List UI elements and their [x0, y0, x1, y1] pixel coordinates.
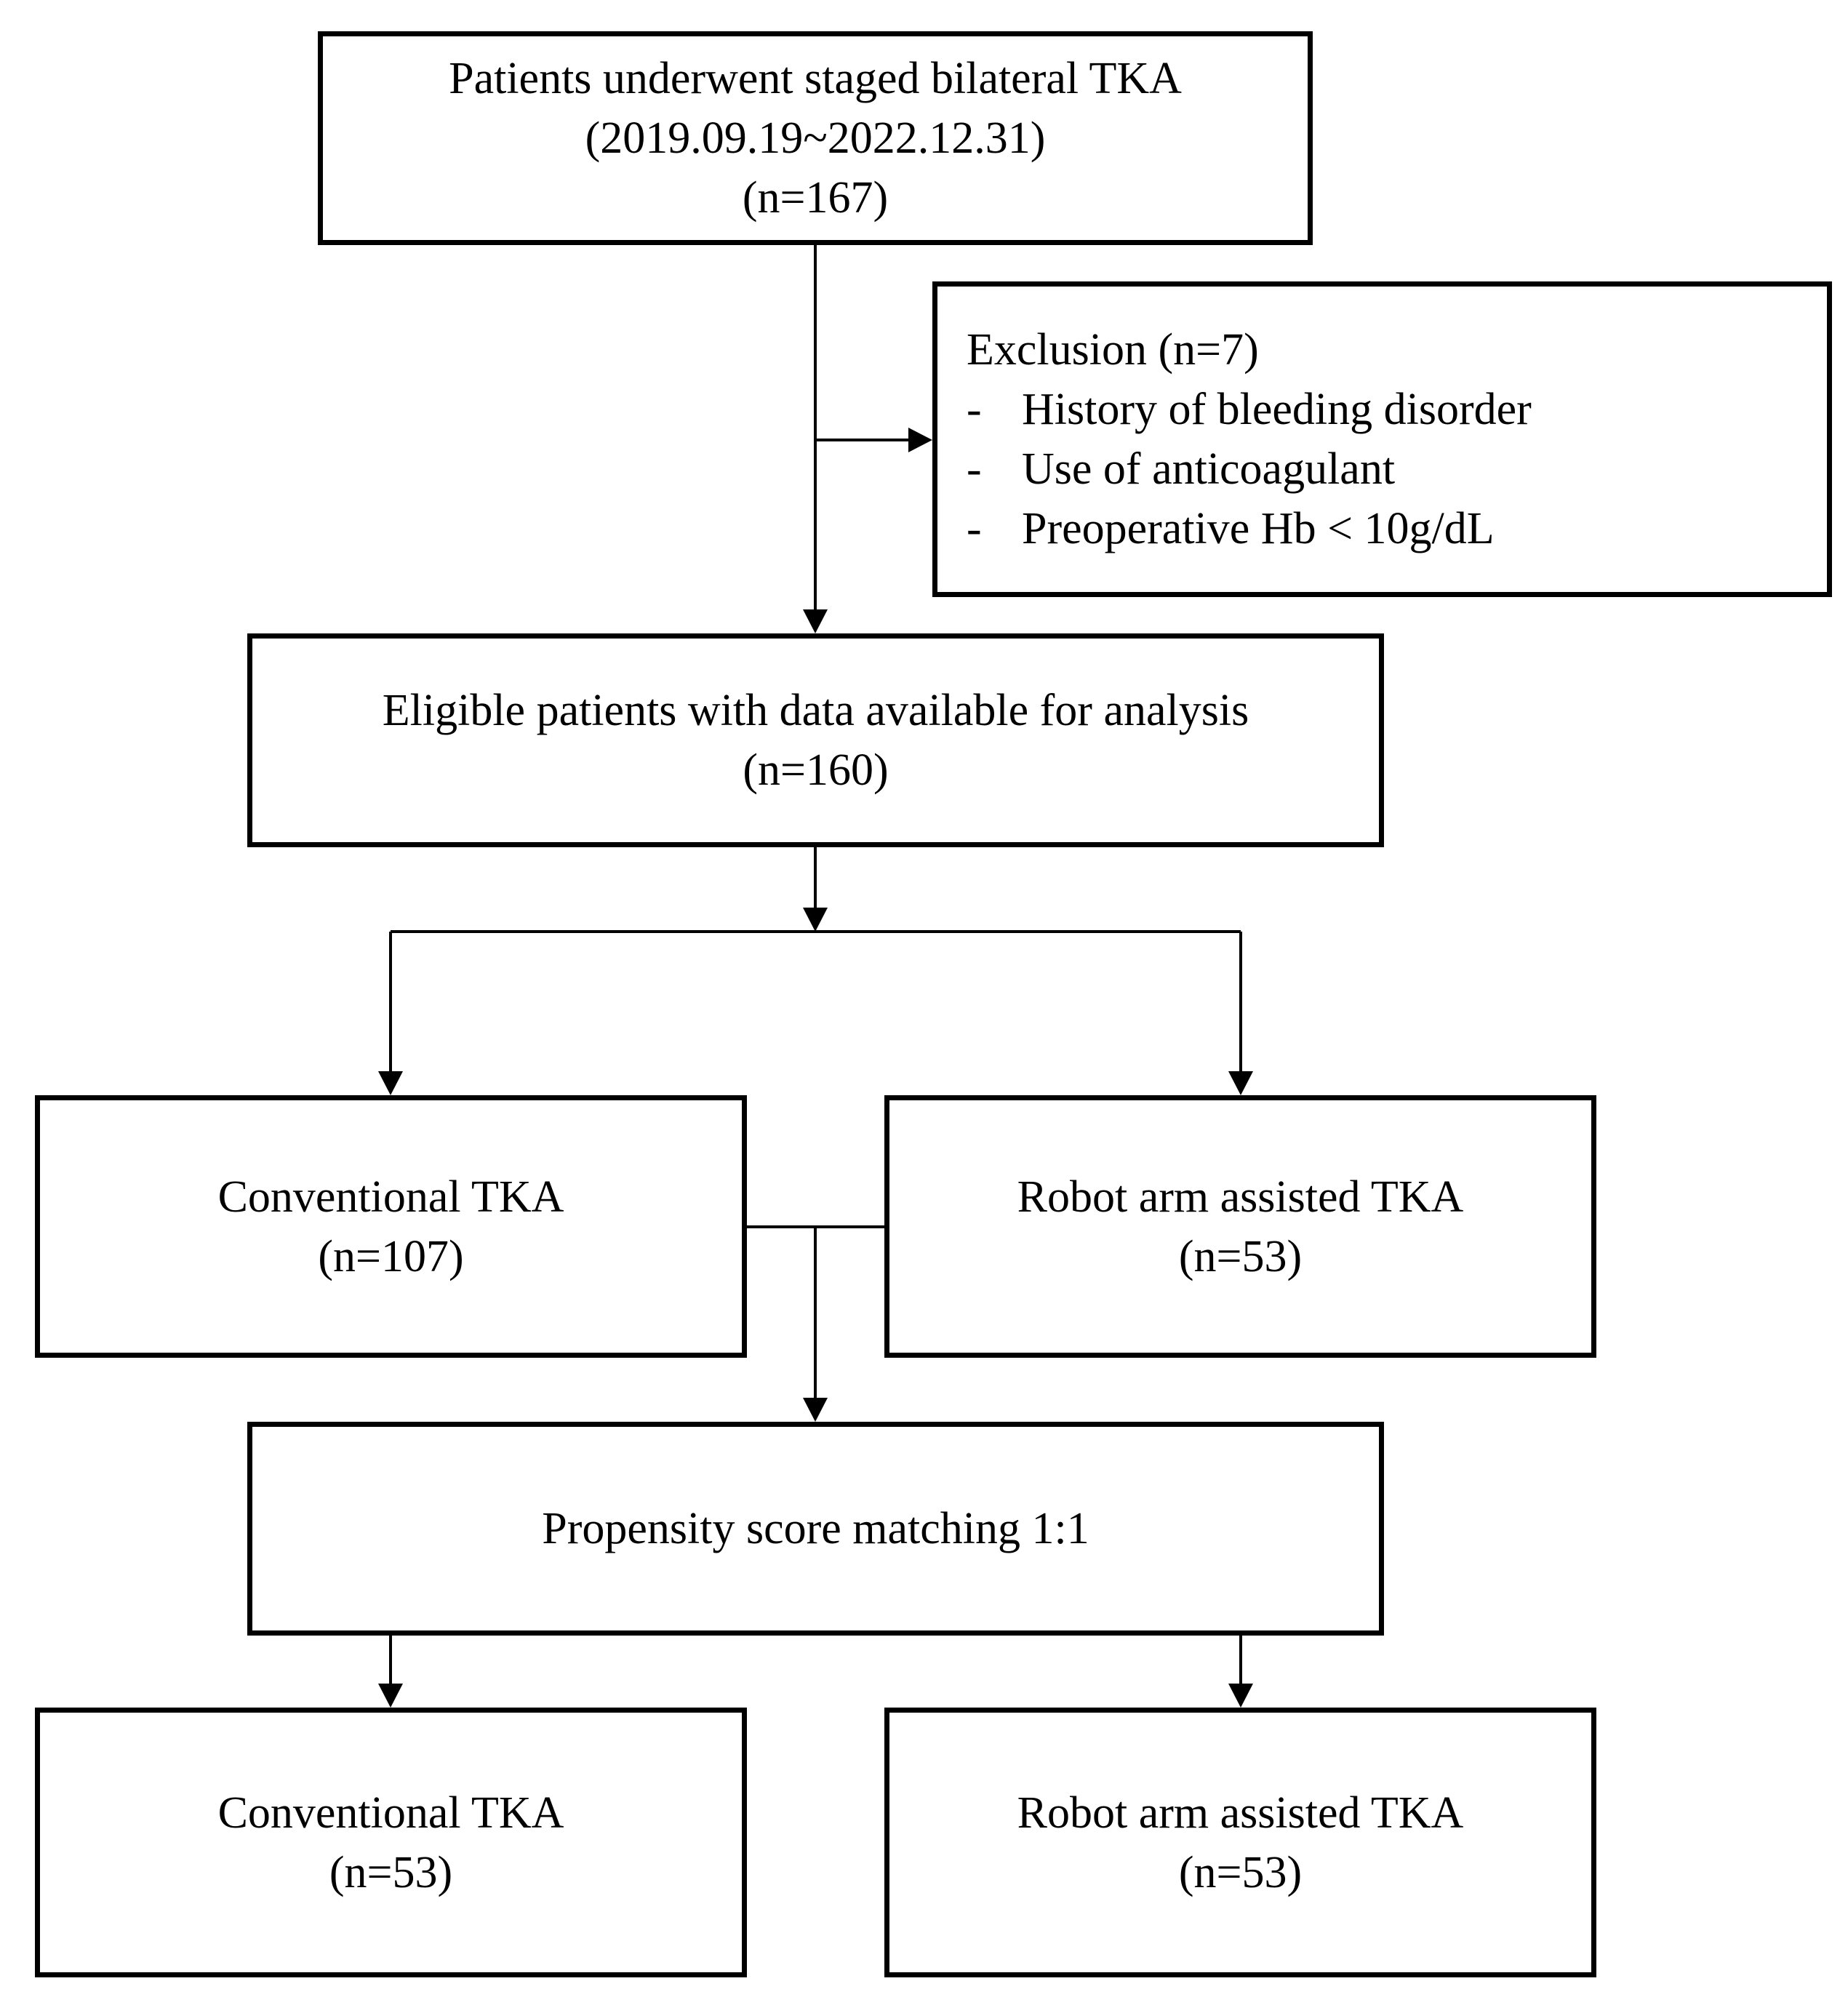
exclusion-item-label: Use of anticoagulant [1022, 444, 1396, 494]
arrowhead-to-exclusion [908, 428, 932, 452]
robot-tka-count: (n=53) [1178, 1231, 1303, 1281]
exclusion-item-label: Preoperative Hb < 10g/dL [1022, 504, 1495, 553]
exclusion-bullet: - [967, 444, 982, 494]
matched-robot-tka-label: Robot arm assisted TKA [1017, 1788, 1464, 1838]
exclusion-title: Exclusion (n=7) [967, 325, 1259, 375]
exclusion-bullet: - [967, 385, 982, 434]
start-date-range: (2019.09.19~2022.12.31) [585, 113, 1046, 163]
propensity-matching-label: Propensity score matching 1:1 [542, 1504, 1089, 1553]
matched-robot-tka-box: Robot arm assisted TKA (n=53) [884, 1708, 1596, 1977]
arrowhead-start-to-eligible [803, 609, 828, 633]
conventional-tka-count: (n=107) [318, 1231, 464, 1281]
robot-tka-box: Robot arm assisted TKA (n=53) [884, 1095, 1596, 1358]
exclusion-bullet: - [967, 504, 982, 553]
matched-conventional-tka-box: Conventional TKA (n=53) [35, 1708, 747, 1977]
arrowhead-split-to-conventional [378, 1071, 403, 1095]
exclusion-box: Exclusion (n=7) - History of bleeding di… [932, 281, 1832, 597]
eligible-box: Eligible patients with data available fo… [247, 633, 1384, 847]
matched-robot-tka-count: (n=53) [1178, 1847, 1303, 1897]
arrowhead-matching-to-robot [1228, 1684, 1253, 1708]
eligible-title: Eligible patients with data available fo… [382, 686, 1249, 735]
robot-tka-label: Robot arm assisted TKA [1017, 1172, 1464, 1222]
arrowhead-matching-to-conventional [378, 1684, 403, 1708]
exclusion-item-label: History of bleeding disorder [1022, 385, 1532, 434]
conventional-tka-box: Conventional TKA (n=107) [35, 1095, 747, 1358]
exclusion-item: - Use of anticoagulant [967, 439, 1395, 499]
conventional-tka-label: Conventional TKA [217, 1172, 564, 1222]
start-title: Patients underwent staged bilateral TKA [449, 54, 1182, 103]
exclusion-item: - History of bleeding disorder [967, 380, 1532, 439]
arrowhead-merge-to-matching [803, 1398, 828, 1422]
eligible-count: (n=160) [743, 745, 889, 795]
start-count: (n=167) [742, 173, 889, 223]
arrowhead-split-to-robot [1228, 1071, 1253, 1095]
arrowhead-eligible-to-split [803, 908, 828, 932]
exclusion-item: - Preoperative Hb < 10g/dL [967, 499, 1495, 559]
matched-conventional-tka-count: (n=53) [329, 1847, 453, 1897]
matched-conventional-tka-label: Conventional TKA [217, 1788, 564, 1838]
propensity-matching-box: Propensity score matching 1:1 [247, 1422, 1384, 1636]
start-box: Patients underwent staged bilateral TKA … [318, 31, 1313, 245]
